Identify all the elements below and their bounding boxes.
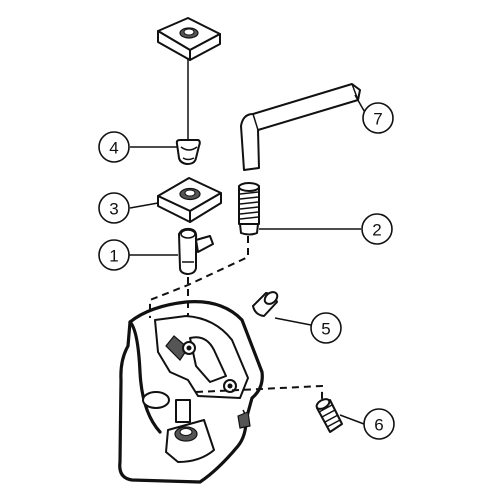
callout-5: 5	[310, 312, 342, 344]
callout-5-label: 5	[321, 320, 330, 339]
part-1-lever-pin	[178, 227, 214, 275]
tool-body	[118, 300, 264, 484]
part-2-screw	[238, 182, 260, 236]
part-4-clamp	[175, 139, 201, 165]
callout-7: 7	[362, 102, 394, 134]
callout-6-label: 6	[374, 416, 383, 435]
assembly-line-screw	[149, 236, 249, 318]
part-7-hex-key	[240, 83, 361, 171]
callout-7-label: 7	[373, 110, 382, 129]
callout-1-label: 1	[109, 247, 118, 266]
part-3-shim	[157, 177, 222, 223]
top-insert	[157, 17, 221, 61]
callout-leaders	[129, 94, 368, 425]
callout-1: 1	[98, 239, 130, 271]
part-6-set-screw	[315, 398, 343, 433]
assembly-line-set-screw	[195, 384, 323, 400]
callout-3: 3	[98, 192, 130, 224]
callout-2-label: 2	[372, 221, 381, 240]
callout-6: 6	[363, 408, 395, 440]
callout-2: 2	[361, 213, 393, 245]
part-5-pin	[252, 291, 279, 317]
callout-3-label: 3	[109, 200, 118, 219]
callout-4: 4	[98, 131, 130, 163]
callout-4-label: 4	[109, 139, 118, 158]
